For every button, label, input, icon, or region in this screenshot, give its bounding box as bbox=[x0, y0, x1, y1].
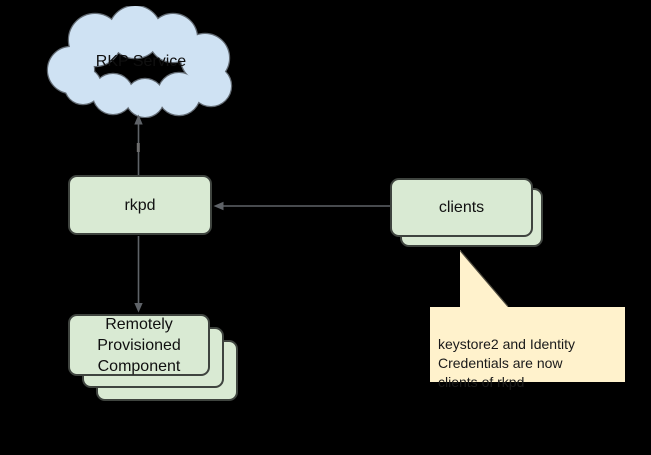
node-rkp-service: RKP Service bbox=[45, 6, 237, 118]
callout-note-text: keystore2 and Identity Credentials are n… bbox=[438, 336, 575, 390]
node-rkpd-label: rkpd bbox=[124, 196, 156, 214]
edge-clients-to-rkpd bbox=[213, 201, 390, 211]
node-rpc-label: Remotely Provisioned Component bbox=[97, 315, 181, 375]
node-clients-label: clients bbox=[438, 199, 485, 216]
edge-rkpd-to-rpc bbox=[134, 236, 143, 313]
node-remotely-provisioned-component: Remotely Provisioned Component bbox=[68, 314, 210, 376]
node-rkp-service-label: RKP Service bbox=[95, 53, 187, 70]
node-rkpd: rkpd bbox=[68, 175, 212, 235]
node-clients: clients bbox=[390, 178, 533, 237]
callout-note: keystore2 and Identity Credentials are n… bbox=[430, 307, 625, 390]
edge-rkpd-to-rkp-service bbox=[134, 114, 143, 177]
callout-tail bbox=[460, 250, 509, 308]
